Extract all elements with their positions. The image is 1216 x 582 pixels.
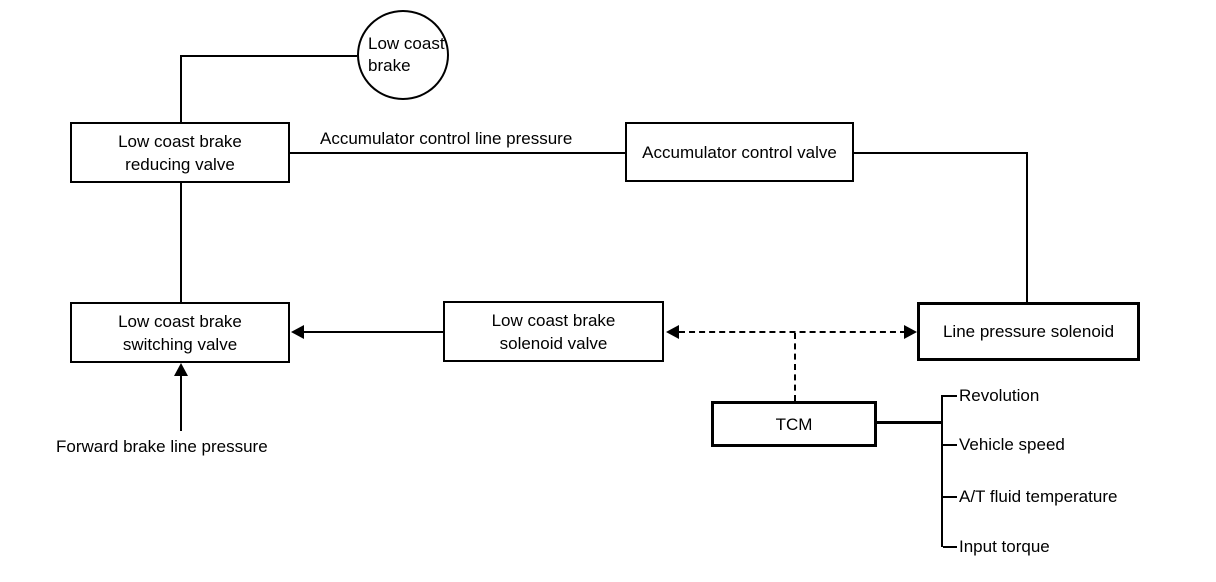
- edge-circle-horizontal: [181, 55, 357, 57]
- tcm-input-tick: [943, 546, 957, 548]
- arrowhead-into-switching-valve-bottom: [174, 363, 188, 376]
- tcm-input-revolution: Revolution: [959, 386, 1040, 405]
- switching-valve-box: Low coast brake switching valve: [70, 302, 290, 363]
- tcm-input-at-fluid-temperature: A/T fluid temperature: [959, 487, 1118, 506]
- accumulator-control-valve-box: Accumulator control valve: [625, 122, 854, 182]
- edge-forward-brake-vertical: [180, 375, 182, 431]
- reducing-valve-box: Low coast brake reducing valve: [70, 122, 290, 183]
- tcm-input-tick: [943, 395, 957, 397]
- edge-dashed-solenoid-to-line-pressure: [679, 331, 906, 333]
- edge-circle-vertical: [180, 55, 182, 122]
- solenoid-valve-box: Low coast brake solenoid valve: [443, 301, 664, 362]
- tcm-input-tick: [943, 444, 957, 446]
- forward-brake-line-pressure-label: Forward brake line pressure: [56, 437, 268, 456]
- arrowhead-into-switching-valve: [291, 325, 304, 339]
- edge-dashed-to-tcm: [794, 333, 796, 401]
- edge-accumulator-right: [854, 152, 1028, 154]
- arrowhead-into-solenoid-valve: [666, 325, 679, 339]
- tcm-input-tick: [943, 496, 957, 498]
- tcm-box: TCM: [711, 401, 877, 447]
- tcm-input-bracket: [941, 395, 943, 547]
- edge-tcm-to-bracket: [877, 421, 943, 424]
- edge-reducing-to-accumulator: [290, 152, 625, 154]
- tcm-input-input-torque: Input torque: [959, 537, 1050, 556]
- line-pressure-solenoid-box: Line pressure solenoid: [917, 302, 1140, 361]
- low-coast-brake-node: Low coast brake: [357, 10, 449, 100]
- tcm-input-vehicle-speed: Vehicle speed: [959, 435, 1065, 454]
- accumulator-control-line-pressure-label: Accumulator control line pressure: [320, 129, 573, 148]
- arrowhead-into-line-pressure-solenoid: [904, 325, 917, 339]
- edge-reducing-to-switching: [180, 183, 182, 302]
- edge-down-to-line-pressure-solenoid: [1026, 152, 1028, 302]
- edge-solenoid-to-switching: [303, 331, 443, 333]
